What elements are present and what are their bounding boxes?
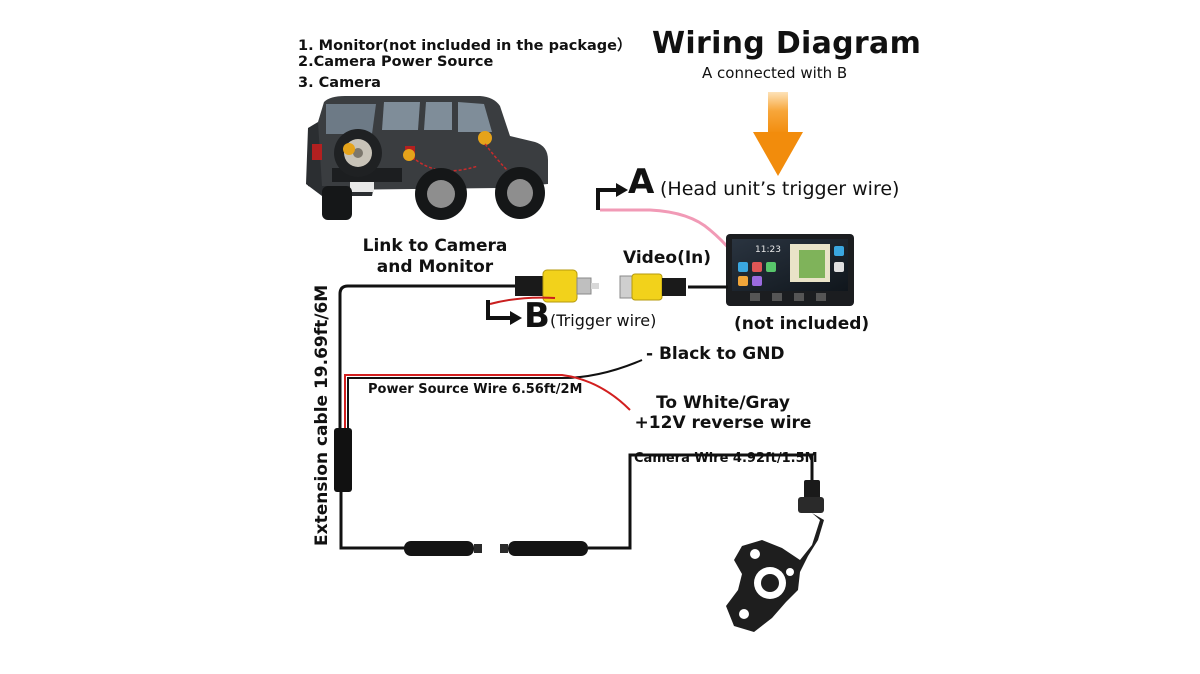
b-arrow-icon [486, 300, 522, 325]
extension-cable-wire [339, 492, 405, 550]
label-a-text: (Head unit’s trigger wire) [660, 178, 900, 200]
power-black-wire [347, 359, 643, 430]
video-in-rca-connector [619, 273, 686, 301]
extension-module [334, 428, 352, 492]
a-arrow-icon [596, 183, 628, 210]
label-white-gray-line1: To White/Gray [656, 393, 790, 413]
diagram-subtitle: A connected with B [702, 64, 848, 82]
diagram-title: Wiring Diagram [652, 26, 922, 61]
label-a-letter: A [628, 162, 655, 202]
camera-bracket-icon [726, 480, 824, 632]
monitor-time: 11:23 [755, 245, 781, 255]
head-unit-trigger-wire [600, 208, 734, 253]
label-extension-cable: Extension cable 19.69ft/6M [312, 284, 332, 546]
label-not-included: (not included) [734, 314, 870, 334]
list-item-monitor: 1. Monitor(not included in the package） [298, 38, 632, 54]
extension-connector-female [500, 541, 588, 556]
link-rca-connector [515, 269, 599, 303]
trigger-wire-b [489, 296, 556, 305]
jeep-illustration [306, 96, 548, 220]
label-black-gnd: - Black to GND [646, 344, 785, 364]
down-arrow-icon [753, 92, 803, 176]
label-link-line2: and Monitor [376, 257, 494, 277]
label-white-gray-line2: +12V reverse wire [634, 413, 812, 433]
camera-wire [588, 453, 814, 550]
link-cable [338, 284, 515, 430]
label-video-in: Video(In) [623, 248, 712, 268]
monitor-head-unit: 11:23 [726, 234, 854, 306]
label-b-text: (Trigger wire) [550, 311, 657, 330]
list-item-power-source: 2.Camera Power Source [298, 54, 494, 70]
label-power-source-wire: Power Source Wire 6.56ft/2M [368, 382, 583, 397]
list-item-camera: 3. Camera [298, 75, 381, 91]
label-link-line1: Link to Camera [362, 236, 508, 256]
label-b-letter: B [524, 296, 550, 336]
extension-connector-male [404, 541, 482, 556]
power-red-wire [344, 374, 631, 430]
label-camera-wire: Camera Wire 4.92ft/1.5M [634, 451, 818, 466]
